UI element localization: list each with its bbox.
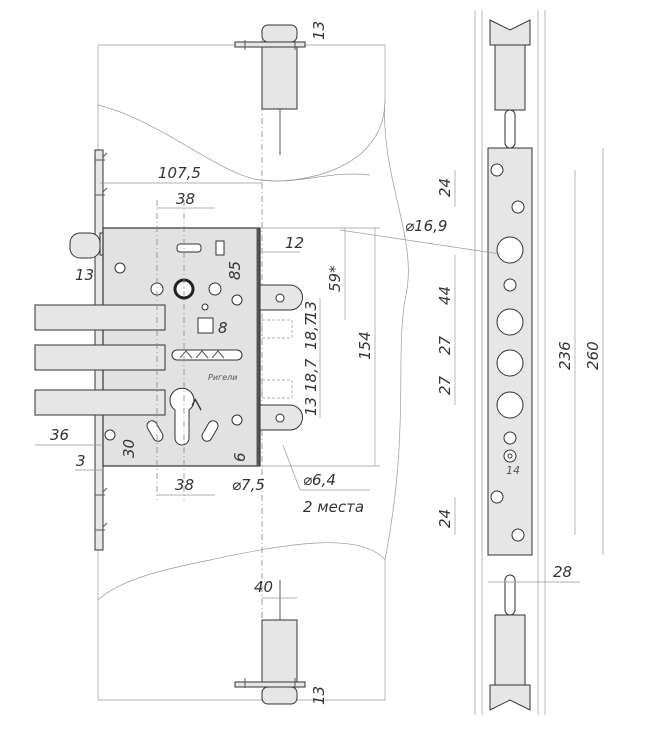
door-outline [97, 40, 409, 701]
dim-spindle-8: 8 [218, 319, 228, 337]
side-dimension-lines [339, 148, 604, 583]
dim-38-bottom: 38 [175, 476, 194, 494]
dim-plate-260: 260 [584, 341, 602, 370]
dim-strike-13-b: 13 [302, 397, 320, 416]
dim-107-5: 107,5 [158, 164, 201, 182]
dim-strike-18-7-b: 18,7 [302, 358, 320, 392]
dimension-lines [35, 182, 380, 599]
dim-38-top: 38 [176, 190, 195, 208]
dim-plate-236: 236 [556, 341, 574, 370]
dim-plate-28: 28 [553, 563, 572, 581]
dim-bolt-13: 13 [75, 266, 94, 284]
dim-6: 6 [231, 452, 249, 462]
dim-85: 85 [226, 261, 244, 280]
dim-plate-24-bottom: 24 [436, 509, 454, 528]
latch [69, 232, 101, 259]
dim-plate-dia-16-9: ⌀16,9 [405, 217, 447, 235]
dim-bottom-rod-40: 40 [254, 578, 273, 596]
dim-plate-27-b: 27 [436, 375, 454, 395]
bolts-label: Ригели [208, 373, 237, 382]
dim-59: 59* [326, 265, 344, 292]
dim-36: 36 [50, 426, 69, 444]
deadbolts [34, 304, 166, 416]
dim-bottom-rod-13: 13 [310, 686, 328, 705]
bottom-rod-assembly [234, 580, 306, 705]
dim-dia-6-4: ⌀6,4 [303, 471, 336, 489]
dim-top-rod-13: 13 [310, 21, 328, 40]
dim-154: 154 [356, 331, 374, 360]
top-rod-assembly [234, 24, 306, 155]
dim-two-places: 2 места [303, 498, 364, 516]
lock-internals [104, 200, 243, 500]
strike-tongues [259, 284, 303, 431]
dim-plate-27-a: 27 [436, 335, 454, 355]
side-bottom-rod [489, 574, 531, 711]
side-top-rod [489, 19, 531, 149]
dim-strike-13-a: 13 [302, 301, 320, 320]
dim-12: 12 [285, 234, 304, 252]
side-faceplate-holes [490, 163, 525, 542]
dim-strike-18-7-a: 18,7 [302, 316, 320, 350]
dim-plate-24-top: 24 [436, 178, 454, 197]
faceplate-screws [95, 152, 108, 531]
dim-dia-7-5: ⌀7,5 [232, 476, 265, 494]
side-view-door [474, 10, 546, 715]
dim-plate-44: 44 [436, 286, 454, 305]
dim-30: 30 [120, 439, 138, 458]
dim-plate-14: 14 [506, 464, 520, 477]
dim-3: 3 [76, 452, 86, 470]
